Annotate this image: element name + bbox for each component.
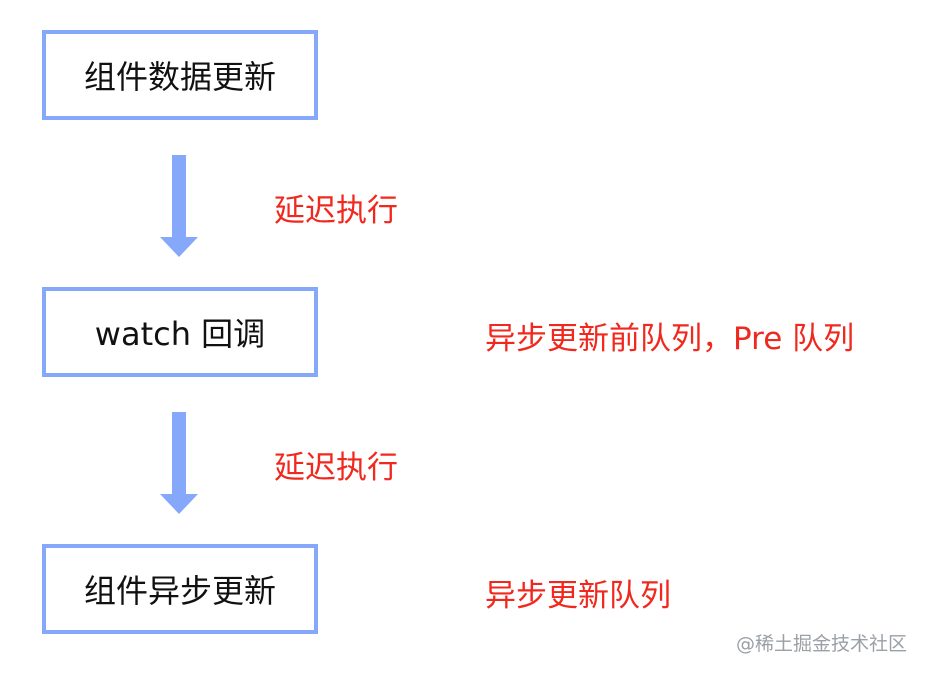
delay-label: 延迟执行 (274, 450, 398, 486)
down-arrow-icon (160, 412, 200, 514)
down-arrow-icon (160, 155, 200, 257)
arrow-shaft (172, 412, 186, 496)
step-label: watch 回调 (94, 315, 266, 353)
queue-label: 异步更新队列 (485, 578, 671, 614)
delay-label: 延迟执行 (274, 193, 398, 229)
arrow-head (160, 237, 198, 257)
pre-queue-label: 异步更新前队列，Pre 队列 (485, 321, 855, 357)
step-box-component-async-update: 组件异步更新 (42, 544, 318, 634)
step-box-component-data-update: 组件数据更新 (42, 30, 318, 120)
arrow-head (160, 494, 198, 514)
step-label: 组件异步更新 (83, 572, 276, 610)
watermark: @稀土掘金技术社区 (735, 633, 907, 655)
step-label: 组件数据更新 (83, 58, 276, 96)
step-box-watch-callback: watch 回调 (42, 287, 318, 377)
arrow-shaft (172, 155, 186, 239)
